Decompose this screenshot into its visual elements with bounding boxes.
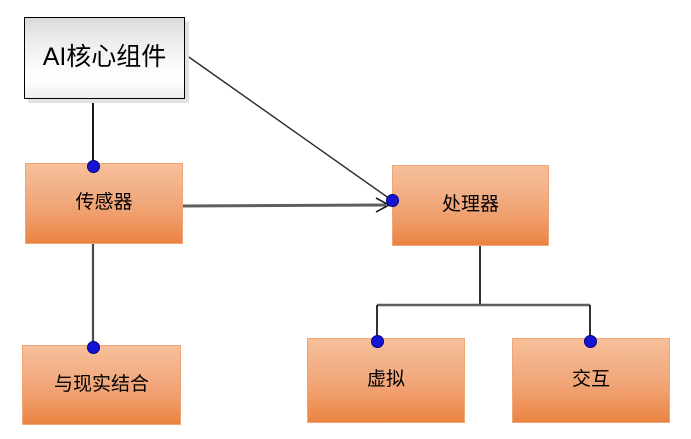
connector-dot-virtual-top[interactable] bbox=[371, 335, 384, 348]
edge-ai-core-to-processor bbox=[185, 54, 391, 200]
node-ai-core[interactable]: AI核心组件 bbox=[24, 17, 185, 99]
connector-dot-sensor-top[interactable] bbox=[87, 160, 100, 173]
node-virtual[interactable]: 虚拟 bbox=[307, 338, 465, 423]
node-interaction[interactable]: 交互 bbox=[512, 338, 670, 423]
node-ai-core-label: AI核心组件 bbox=[42, 43, 167, 72]
node-interaction-label: 交互 bbox=[571, 369, 610, 391]
node-virtual-label: 虚拟 bbox=[366, 369, 405, 391]
node-sensor-label: 传感器 bbox=[75, 192, 133, 214]
connector-dot-interaction-top[interactable] bbox=[584, 335, 597, 348]
node-sensor[interactable]: 传感器 bbox=[25, 163, 183, 244]
node-reality-fusion-label: 与现实结合 bbox=[53, 373, 149, 395]
edge-sensor-to-processor bbox=[182, 203, 387, 208]
connector-dot-processor-left[interactable] bbox=[386, 194, 399, 207]
node-reality-fusion[interactable]: 与现实结合 bbox=[22, 345, 181, 425]
connector-dot-reality-fusion-top[interactable] bbox=[87, 341, 100, 354]
node-processor-label: 处理器 bbox=[441, 194, 499, 216]
node-processor[interactable]: 处理器 bbox=[392, 165, 549, 246]
